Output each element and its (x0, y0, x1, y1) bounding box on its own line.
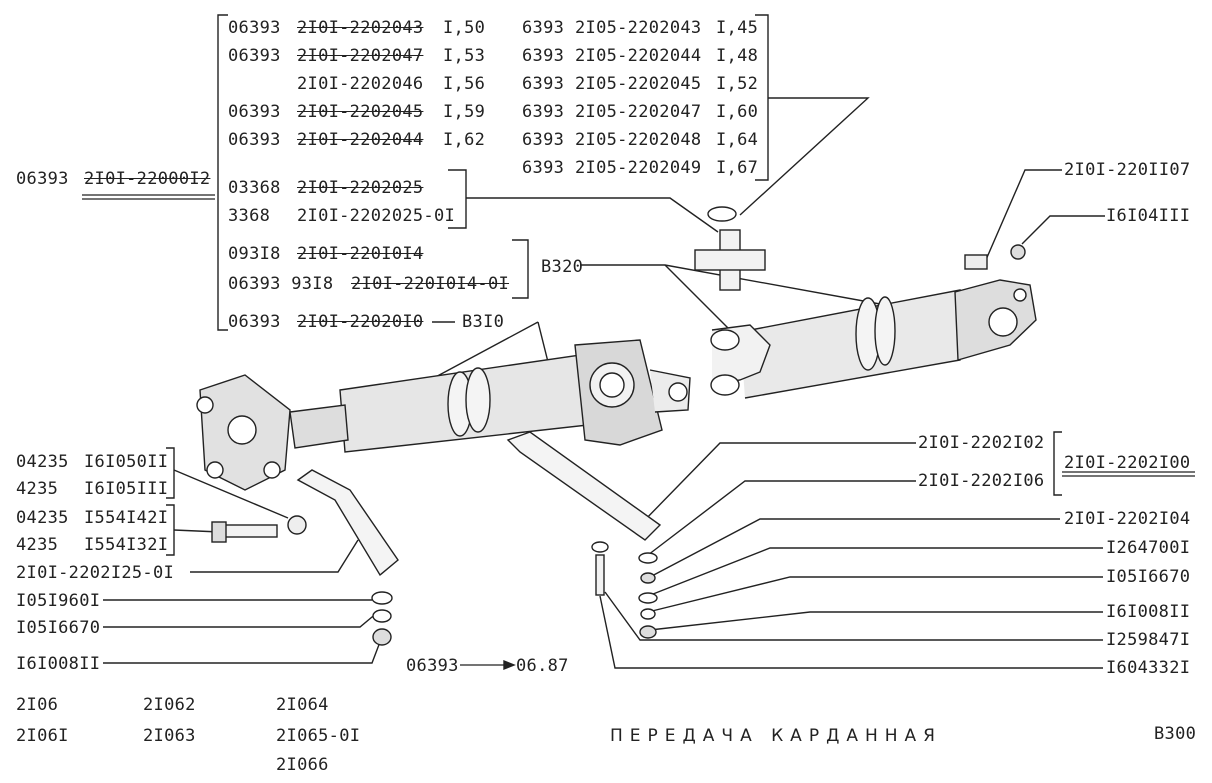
model: 2I06I (16, 726, 69, 746)
callout-part: 2I0I-220II07 (1064, 160, 1191, 180)
row-code: 06393 93I8 (228, 274, 334, 294)
callout-part: I259847I (1106, 630, 1191, 650)
callout-part: I05I6670 (16, 618, 101, 638)
row-code: 03368 (228, 178, 281, 198)
row-code: 06393 (228, 312, 281, 332)
row-size: I,52 (716, 74, 759, 94)
callout-part: 2I0I-2202I00 (1064, 453, 1191, 473)
row-size: I,53 (443, 46, 486, 66)
group-code-b320: B320 (541, 257, 584, 277)
row-part: 2I0I-220I0I4-0I (351, 274, 510, 294)
row-code: 06393 (228, 130, 281, 150)
row-part: 2I0I-220I0I4 (297, 244, 424, 264)
group-code-b310: B3I0 (462, 312, 505, 332)
row-code: 6393 (522, 158, 565, 178)
row-part: 2I0I-2202044 (297, 130, 424, 150)
row-code: 093I8 (228, 244, 281, 264)
row-part: 2I05-2202043 (575, 18, 702, 38)
callout-part: I6I05III (84, 479, 169, 499)
callout-part: I554I32I (84, 535, 169, 555)
model: 2I062 (143, 695, 196, 715)
model: 2I06 (16, 695, 59, 715)
row-code: 6393 (522, 102, 565, 122)
row-code: 6393 (522, 18, 565, 38)
callout-part: I05I960I (16, 591, 101, 611)
callout-part: 2I0I-2202I02 (918, 433, 1045, 453)
row-part: 2I05-2202049 (575, 158, 702, 178)
callout-part: I6I008II (1106, 602, 1191, 622)
model: 2I063 (143, 726, 196, 746)
right-bracket (1053, 431, 1062, 496)
row-size: I,64 (716, 130, 759, 150)
callout-code: 04235 (16, 452, 69, 472)
row-size: I,56 (443, 74, 486, 94)
row-size: I,48 (716, 46, 759, 66)
change-to: 06.87 (516, 656, 569, 676)
row-code: 06393 (228, 46, 281, 66)
callout-part: I264700I (1106, 538, 1191, 558)
row-size: I,67 (716, 158, 759, 178)
callout-code: 4235 (16, 535, 59, 555)
right-table-bracket (755, 14, 769, 181)
flange-bracket (448, 169, 467, 229)
model: 2I064 (276, 695, 329, 715)
row-part: 2I0I-2202025-0I (297, 206, 456, 226)
row-part: 2I0I-2202047 (297, 46, 424, 66)
row-code: 6393 (522, 130, 565, 150)
model: 2I066 (276, 755, 329, 775)
page-title: ПЕРЕДАЧА КАРДАННАЯ (610, 726, 942, 746)
row-size: I,60 (716, 102, 759, 122)
model: 2I065-0I (276, 726, 361, 746)
callout-part: I554I42I (84, 508, 169, 528)
row-part: 2I0I-22020I0 (297, 312, 424, 332)
row-part: 2I05-2202047 (575, 102, 702, 122)
row-part: 2I0I-2202045 (297, 102, 424, 122)
row-code: 3368 (228, 206, 271, 226)
row-part: 2I05-2202045 (575, 74, 702, 94)
assembly-code: 06393 (16, 169, 69, 189)
callout-part: I05I6670 (1106, 567, 1191, 587)
callout-part: I6I050II (84, 452, 169, 472)
callout-code: 4235 (16, 479, 59, 499)
yoke-bracket (512, 239, 529, 299)
row-part: 2I05-2202044 (575, 46, 702, 66)
row-code: 6393 (522, 74, 565, 94)
assembly-part: 2I0I-22000I2 (84, 169, 211, 189)
callout-code: 04235 (16, 508, 69, 528)
page-code: B300 (1154, 724, 1197, 744)
callout-part: I6I04III (1106, 206, 1191, 226)
row-code: 06393 (228, 18, 281, 38)
row-size: I,62 (443, 130, 486, 150)
row-part: 2I0I-2202046 (297, 74, 424, 94)
row-size: I,45 (716, 18, 759, 38)
callout-part: I604332I (1106, 658, 1191, 678)
row-code: 06393 (228, 102, 281, 122)
row-part: 2I0I-2202043 (297, 18, 424, 38)
callout-part: 2I0I-2202I06 (918, 471, 1045, 491)
row-size: I,59 (443, 102, 486, 122)
callout-part: 2I0I-2202I04 (1064, 509, 1191, 529)
change-from: 06393 (406, 656, 459, 676)
row-size: I,50 (443, 18, 486, 38)
row-part: 2I05-2202048 (575, 130, 702, 150)
row-part: 2I0I-2202025 (297, 178, 424, 198)
callout-part: I6I008II (16, 654, 101, 674)
row-code: 6393 (522, 46, 565, 66)
bolt-bracket-1 (166, 447, 175, 499)
main-bracket (217, 14, 228, 331)
callout-part: 2I0I-2202I25-0I (16, 563, 175, 583)
